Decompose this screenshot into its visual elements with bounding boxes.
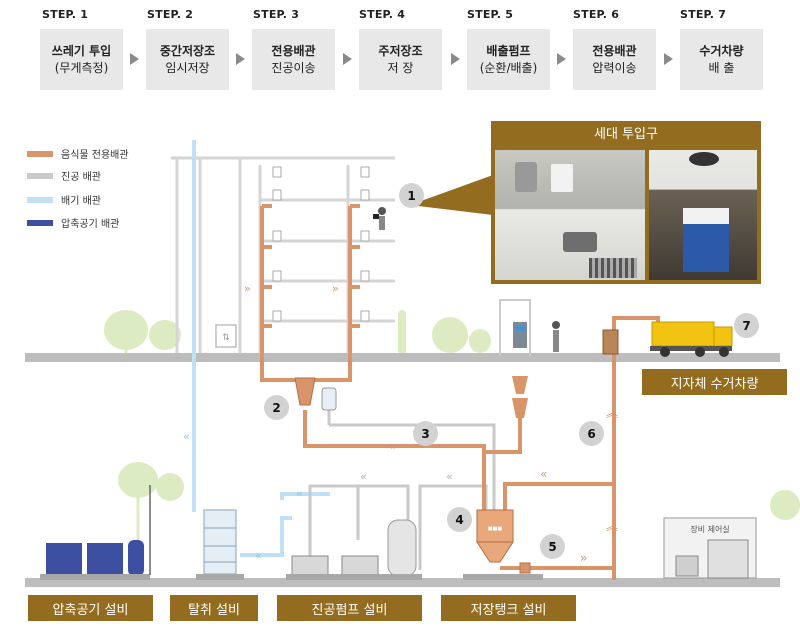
svg-text:■■■: ■■■ (488, 526, 502, 532)
marker-7: 7 (734, 313, 759, 338)
step-arrow-icon (557, 53, 566, 65)
exhaust-pipe-network (192, 140, 330, 557)
marker-2: 2 (264, 395, 289, 420)
step-1-title: 쓰레기 투입 (51, 43, 112, 58)
step-arrow-icon (130, 53, 139, 65)
step-5-subtitle: (순환/배출) (479, 60, 538, 75)
person-icon (373, 207, 386, 230)
flow-chevron-icon: ︽ (606, 519, 618, 533)
step-6-box: 전용배관 압력이송 (573, 29, 656, 90)
photo-title: 세대 투입구 (594, 127, 658, 142)
step-2-box: 중간저장조 임시저장 (146, 29, 229, 90)
step-arrow-icon (343, 53, 352, 65)
apartment-building (171, 156, 395, 356)
flow-chevron-icon: « (183, 430, 190, 443)
flow-chevron-icon: » (580, 551, 587, 565)
step-1-subtitle: (무게측정) (54, 60, 109, 75)
callout-pointer (410, 175, 493, 215)
step-arrow-icon (236, 53, 245, 65)
vacuum-pump-equipment (286, 519, 422, 580)
marker-5: 5 (540, 534, 565, 559)
step-3-subtitle: 진공이송 (271, 60, 316, 75)
legend-vacuum-pipe-label: 진공 배관 (61, 172, 101, 183)
flow-chevron-icon: « (296, 487, 303, 500)
unit-inlet-photo-panel: 세대 투입구 (491, 121, 761, 284)
step-2-label: STEP. 2 (147, 8, 194, 21)
step-7-label: STEP. 7 (680, 8, 727, 21)
collection-truck-icon (650, 321, 733, 357)
food-pipe-swatch (27, 150, 53, 157)
step-7-title: 수거차량 (699, 43, 744, 58)
deodorizer-equipment (196, 509, 244, 580)
deodorizer-label: 탈취 설비 (170, 595, 258, 621)
step-7-box: 수거차량 배 출 (680, 29, 763, 90)
flow-chevron-icon: « (446, 470, 453, 483)
household-inlet-icon (272, 166, 370, 322)
compressor-label: 압축공기 설비 (28, 595, 153, 621)
legend-vacuum-pipe: 진공 배관 (27, 168, 101, 183)
step-5-label: STEP. 5 (467, 8, 514, 21)
marker-6: 6 (579, 421, 604, 446)
control-room-label: 장비 제어실 (690, 524, 729, 534)
step-2-subtitle: 임시저장 (165, 60, 210, 75)
legend-exhaust-pipe: 배기 배관 (27, 192, 101, 207)
step-6-title: 전용배관 (592, 43, 637, 58)
flow-chevron-icon: » (332, 282, 339, 295)
tree-icon (104, 310, 800, 520)
step-1-box: 쓰레기 투입 (무게측정) (40, 29, 123, 90)
step-arrow-icon (664, 53, 673, 65)
air-pipe-swatch (27, 219, 53, 226)
exhaust-pipe-swatch (27, 196, 53, 203)
step-4-label: STEP. 4 (359, 8, 406, 21)
step-3-box: 전용배관 진공이송 (252, 29, 335, 90)
step-1-label: STEP. 1 (42, 8, 89, 21)
svg-text:⇅: ⇅ (222, 333, 230, 343)
step-3-title: 전용배관 (271, 43, 316, 58)
step-arrow-icon (451, 53, 460, 65)
kitchen-photo (495, 150, 645, 280)
flow-chevron-icon: « (540, 467, 547, 481)
compressor-equipment (40, 485, 151, 580)
marker-4: 4 (447, 507, 472, 532)
vacuum-pump-label: 진공펌프 설비 (277, 595, 422, 621)
flow-chevron-icon: ︽ (606, 406, 618, 420)
step-5-title: 배출펌프 (486, 43, 531, 58)
outdoor-inlet (499, 299, 531, 418)
legend-food-pipe-label: 음식물 전용배관 (61, 150, 129, 161)
flow-chevron-icon: » (390, 439, 397, 453)
ground-lines (25, 353, 780, 587)
step-4-box: 주저장조 저 장 (359, 29, 442, 90)
storage-tank-label: 저장탱크 설비 (441, 595, 576, 621)
flow-chevron-icon: « (360, 470, 367, 483)
step-4-subtitle: 저 장 (387, 60, 414, 75)
elevator-icon: ⇅ (215, 324, 237, 348)
legend-air-pipe-label: 압축공기 배관 (61, 219, 120, 230)
discharge-cabinet (602, 329, 619, 355)
marker-3: 3 (413, 421, 438, 446)
storage-tank-equipment: ■■■ (463, 509, 543, 580)
step-5-box: 배출펌프 (순환/배출) (467, 29, 550, 90)
buffer-tank (294, 377, 337, 411)
truck-label: 지자체 수거차량 (642, 369, 787, 395)
legend-exhaust-pipe-label: 배기 배관 (61, 196, 101, 207)
marker-1: 1 (399, 183, 424, 208)
inlet-cabinet-photo (649, 150, 757, 280)
step-4-title: 주저장조 (378, 43, 423, 58)
control-room: 장비 제어실 (663, 517, 757, 579)
step-3-label: STEP. 3 (253, 8, 300, 21)
vacuum-pipe-swatch (27, 172, 53, 179)
legend-food-pipe: 음식물 전용배관 (27, 146, 129, 161)
legend-air-pipe: 압축공기 배관 (27, 215, 119, 230)
person-icon (552, 321, 560, 352)
step-6-label: STEP. 6 (573, 8, 620, 21)
flow-chevron-icon: » (244, 282, 251, 295)
step-2-title: 중간저장조 (159, 43, 216, 58)
step-6-subtitle: 압력이송 (592, 60, 637, 75)
flow-chevron-icon: « (255, 549, 262, 562)
step-7-subtitle: 배 출 (708, 60, 735, 75)
